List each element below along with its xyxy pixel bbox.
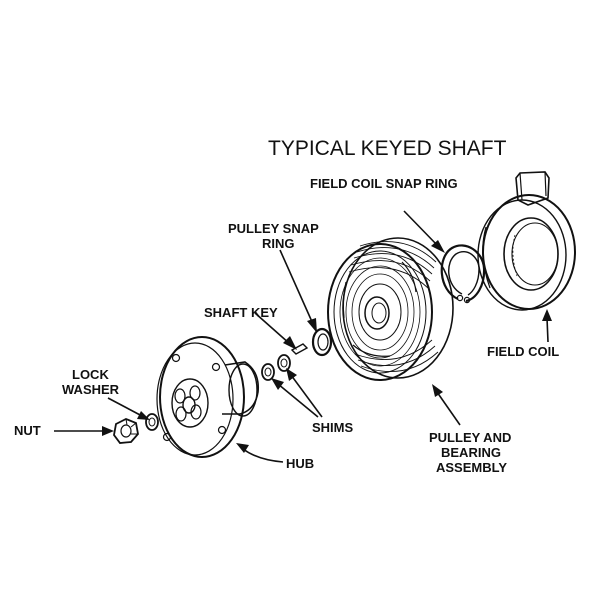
label-pulley-bearing-line3: ASSEMBLY	[436, 460, 507, 475]
field-coil	[477, 171, 576, 311]
diagram-title: TYPICAL KEYED SHAFT	[268, 137, 507, 160]
label-hub: HUB	[286, 456, 314, 471]
label-shims: SHIMS	[312, 420, 354, 435]
field-coil-snap-ring	[440, 244, 486, 304]
label-shaft-key: SHAFT KEY	[204, 305, 278, 320]
label-pulley-snap-ring-line1: PULLEY SNAP	[228, 221, 319, 236]
leader-lines	[54, 210, 552, 463]
label-pulley-bearing-line2: BEARING	[441, 445, 501, 460]
label-lock-washer-line1: LOCK	[72, 367, 109, 382]
hub	[156, 336, 260, 458]
nut	[113, 418, 139, 444]
label-pulley-snap-ring-line2: RING	[262, 236, 295, 251]
pulley-bearing-assembly	[327, 237, 454, 381]
label-pulley-bearing-line1: PULLEY AND	[429, 430, 511, 445]
label-nut: NUT	[14, 423, 41, 438]
lock-washer	[145, 413, 159, 431]
shaft-key	[290, 343, 309, 355]
shims	[261, 354, 291, 381]
label-lock-washer-line2: WASHER	[62, 382, 120, 397]
pulley-snap-ring	[311, 327, 333, 357]
label-field-coil-snap-ring: FIELD COIL SNAP RING	[310, 176, 458, 191]
label-field-coil: FIELD COIL	[487, 344, 559, 359]
